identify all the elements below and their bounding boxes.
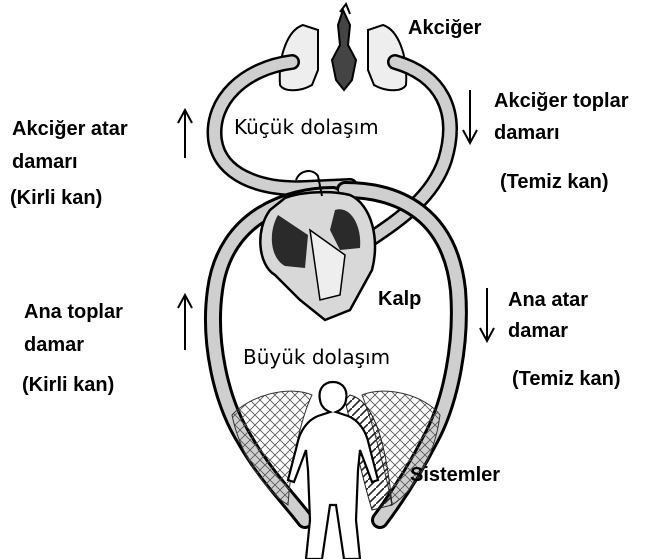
lungs-label: Akciğer bbox=[408, 18, 481, 38]
systems-label: Sistemler bbox=[410, 465, 500, 485]
pulmonary-vein-blood-label: (Temiz kan) bbox=[500, 172, 609, 192]
arrow-down-icon bbox=[463, 90, 477, 143]
lungs-icon bbox=[280, 4, 407, 90]
vena-cava-blood-label: (Kirli kan) bbox=[22, 375, 114, 395]
pulmonary-circulation-label: Küçük dolaşım bbox=[234, 117, 379, 137]
pulmonary-artery-label-line2: damarı bbox=[12, 152, 78, 172]
pulmonary-vein-label-line1: Akciğer toplar bbox=[494, 91, 628, 111]
pulmonary-vein-label-line2: damarı bbox=[494, 123, 560, 143]
pulmonary-artery-blood-label: (Kirli kan) bbox=[10, 188, 102, 208]
arrow-up-icon bbox=[178, 110, 192, 158]
systemic-circulation-label: Büyük dolaşım bbox=[243, 347, 390, 367]
arrow-up-icon bbox=[178, 295, 192, 350]
aorta-label-line1: Ana atar bbox=[508, 290, 588, 310]
vena-cava-label-line2: damar bbox=[24, 335, 84, 355]
arrow-down-icon bbox=[480, 288, 494, 341]
vena-cava-label-line1: Ana toplar bbox=[24, 302, 123, 322]
aorta-label-line2: damar bbox=[508, 321, 568, 341]
aorta-blood-label: (Temiz kan) bbox=[512, 369, 621, 389]
pulmonary-artery-label-line1: Akciğer atar bbox=[12, 119, 128, 139]
heart-label: Kalp bbox=[378, 289, 421, 309]
